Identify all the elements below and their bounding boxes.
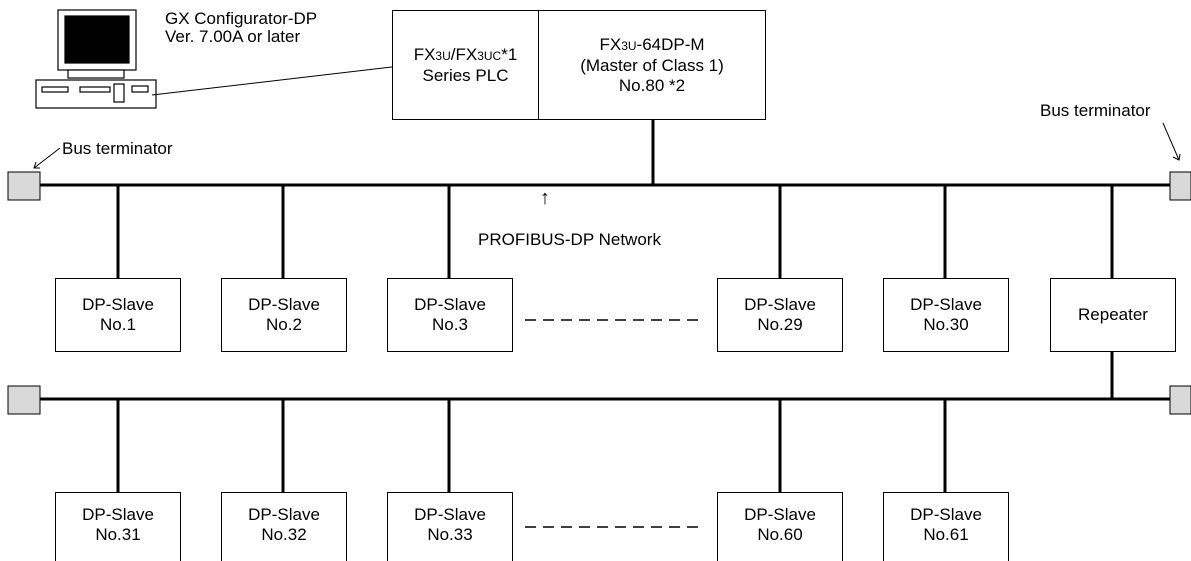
master-label-line3: No.80 *2 (618, 75, 686, 95)
master-box: FX3U-64DP-M (Master of Class 1) No.80 *2 (538, 10, 766, 120)
network-label: PROFIBUS-DP Network (478, 230, 661, 249)
repeater-box: Repeater (1050, 278, 1176, 352)
plc-label-line2: Series PLC (422, 65, 509, 85)
bus-terminator (7, 385, 41, 415)
plc-label-line1: FX3U/FX3UC*1 (413, 44, 518, 64)
bus-terminator-label-left: Bus terminator (62, 139, 173, 158)
terminator-arrow-left (33, 147, 61, 169)
terminator-arrow-right (1162, 122, 1180, 161)
master-label-line2: (Master of Class 1) (580, 55, 724, 75)
bus-terminator (1169, 385, 1191, 415)
network-arrow-icon: ↑ (540, 187, 550, 209)
bus-terminator (1169, 171, 1191, 201)
master-label-line1: FX3U-64DP-M (599, 34, 705, 54)
bus-terminator (7, 171, 41, 201)
computer-icon (35, 9, 157, 109)
software-label-line2: Ver. 7.00A or later (165, 27, 301, 46)
computer-cable (151, 66, 393, 96)
software-label-line1: GX Configurator-DP (165, 9, 318, 28)
bus-terminator-label-right: Bus terminator (1040, 101, 1151, 120)
plc-box: FX3U/FX3UC*1 Series PLC (392, 10, 539, 120)
